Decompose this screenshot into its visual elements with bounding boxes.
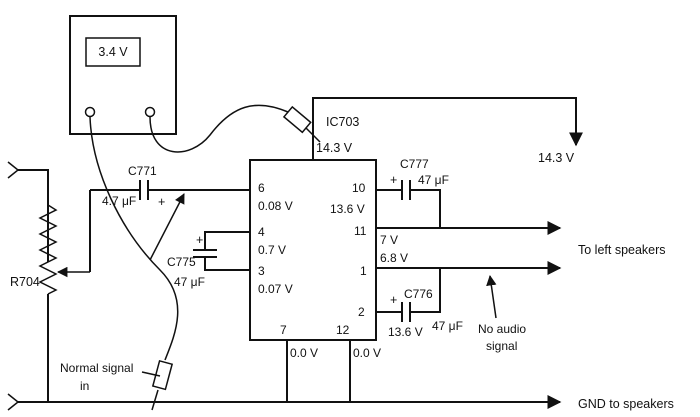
pin-7-voltage: 0.0 V — [290, 346, 318, 360]
c771-name: C771 — [128, 164, 157, 178]
gnd-speakers-label: GND to speakers — [578, 397, 674, 411]
c771-capacitor: C771 4.7 μF + — [90, 164, 250, 209]
supply-line — [312, 97, 583, 160]
pin-10-num: 10 — [352, 181, 366, 195]
pin-3-voltage: 0.07 V — [258, 282, 293, 296]
probe-wire-input — [89, 116, 179, 361]
ic-name: IC703 — [326, 115, 359, 129]
voltmeter-reading: 3.4 V — [98, 45, 128, 59]
pin-10-voltage: 13.6 V — [330, 202, 365, 216]
c771-value: 4.7 μF — [102, 194, 136, 208]
probe-wire-supply — [149, 104, 289, 153]
signal-in-arrow — [149, 193, 185, 261]
pin-12-num: 12 — [336, 323, 350, 337]
voltmeter-probe-terminal-left — [84, 106, 96, 118]
probe-tip-supply — [282, 105, 312, 134]
pin-6-voltage: 0.08 V — [258, 199, 293, 213]
pin-1-num: 1 — [360, 264, 367, 278]
probe-tip-input — [151, 359, 174, 391]
c777-capacitor: C777 47 μF + — [376, 157, 449, 228]
r704-label: R704 — [10, 275, 40, 289]
pin-1-voltage: 6.8 V — [380, 251, 408, 265]
pin-4-voltage: 0.7 V — [258, 243, 286, 257]
supply-out-label: 14.3 V — [538, 151, 575, 165]
input-jack-top — [7, 161, 49, 262]
c775-capacitor: + C775 47 μF — [167, 231, 250, 289]
voltmeter-probe-terminal-right — [144, 106, 156, 118]
pin-11-voltage: 7 V — [380, 233, 398, 247]
left-speakers-label: To left speakers — [578, 243, 666, 257]
no-audio-label-line1: No audio — [478, 322, 526, 336]
normal-signal-leader — [141, 371, 161, 377]
voltmeter-display — [85, 37, 141, 67]
ground-jack — [7, 393, 20, 411]
c775-plus: + — [196, 233, 203, 247]
c777-name: C777 — [400, 157, 429, 171]
normal-signal-label-line2: in — [80, 379, 89, 393]
r704-resistor: R704 — [10, 204, 90, 402]
pin-11-num: 11 — [354, 224, 367, 238]
pin-3-num: 3 — [258, 264, 265, 278]
c777-plus: + — [390, 173, 397, 187]
c776-value: 47 μF — [432, 319, 463, 333]
c776-capacitor: C776 47 μF + — [376, 268, 463, 333]
no-audio-label-line2: signal — [486, 339, 517, 353]
pin-7-num: 7 — [280, 323, 287, 337]
pin-6-num: 6 — [258, 181, 265, 195]
pin-12-voltage: 0.0 V — [353, 346, 381, 360]
voltmeter: 3.4 V — [69, 15, 177, 135]
voltmeter-body — [69, 15, 177, 135]
c771-plus: + — [158, 195, 165, 209]
pin-4-num: 4 — [258, 225, 265, 239]
ic-supply-voltage: 14.3 V — [316, 141, 353, 155]
c775-value: 47 μF — [174, 275, 205, 289]
pin-2-num: 2 — [358, 305, 365, 319]
c775-name: C775 — [167, 255, 196, 269]
pin-2-voltage: 13.6 V — [388, 325, 423, 339]
c776-plus: + — [390, 293, 397, 307]
no-audio-arrow — [486, 274, 497, 319]
probe-lead-input — [89, 116, 179, 411]
c777-value: 47 μF — [418, 173, 449, 187]
c776-name: C776 — [404, 287, 433, 301]
normal-signal-label-line1: Normal signal — [60, 361, 133, 375]
